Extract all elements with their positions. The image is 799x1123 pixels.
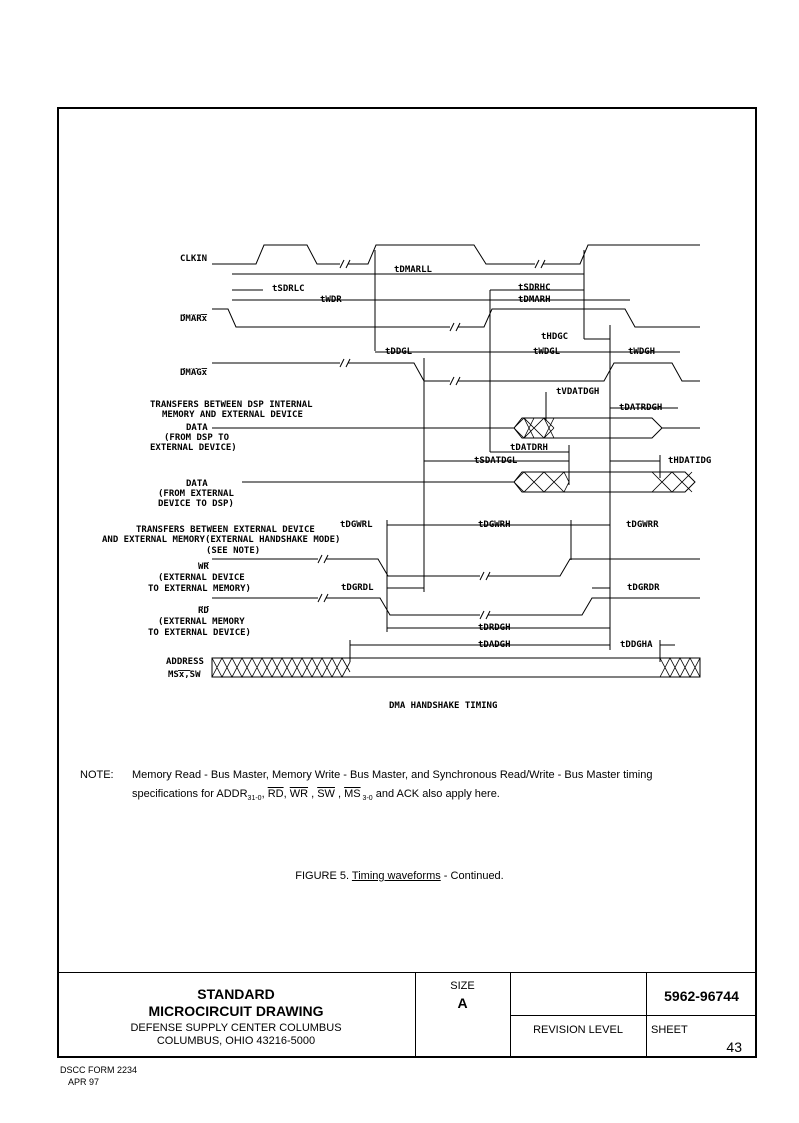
section2-line1: TRANSFERS BETWEEN EXTERNAL DEVICE [136,525,315,535]
data2-line3: DEVICE TO DSP) [158,499,234,509]
t-dgwrh: tDGWRH [478,520,511,530]
section1-line1: TRANSFERS BETWEEN DSP INTERNAL [150,400,313,410]
t-datdrh: tDATDRH [510,443,548,453]
t-sdrhc: tSDRHC [518,283,551,293]
ms-sw-label: MSx,SW [168,670,201,680]
note-label: NOTE: [80,769,114,781]
dmag-label: DMAGx [180,368,208,378]
note-addr-subscript: 31-0 [247,795,262,803]
diagram-title: DMA HANDSHAKE TIMING [389,701,497,711]
data1-line3: EXTERNAL DEVICE) [150,443,237,453]
note-line1: Memory Read - Bus Master, Memory Write -… [132,769,653,781]
t-dgwrr: tDGWRR [626,520,659,530]
size-value: A [457,995,468,1011]
title-block: STANDARD MICROCIRCUIT DRAWING DEFENSE SU… [57,972,757,1058]
t-wdr: tWDR [320,295,342,305]
data1-line2: (FROM DSP TO [164,433,230,443]
crosshatch [211,417,701,678]
note-ms-subscript: 3-0 [360,795,373,803]
t-wdgh: tWDGH [628,347,655,357]
section2-line2: AND EXTERNAL MEMORY(EXTERNAL HANDSHAKE M… [102,535,340,545]
data2-line2: (FROM EXTERNAL [158,489,234,499]
sheet-number: 43 [726,1039,742,1055]
wr-label: WR [198,562,209,572]
timing-labels: tDMARLL tSDRLC tWDR tSDRHC tDMARH tHDGC … [272,265,711,650]
address-bus [211,657,701,678]
rd-label: RD [198,606,209,616]
t-hdatidg: tHDATIDG [668,456,711,466]
clkin-waveform [212,244,340,265]
section2-line3: (SEE NOTE) [206,546,260,556]
t-drdgh: tDRDGH [478,623,511,633]
note-ms: MS [344,788,361,800]
dmar-waveform [212,308,450,328]
t-vdatdgh: tVDATDGH [556,387,599,397]
note-rd: RD [267,788,284,800]
dma-handshake-timing-diagram: CLKIN DMARx DMAGx TRANSFERS BETWEEN DSP … [102,244,711,711]
note-line2-prefix: specifications for ADDR [132,788,248,800]
note-wr: WR [289,788,309,800]
drawing-number: 5962-96744 [664,988,739,1004]
t-datrdgh: tDATRDGH [619,403,662,413]
note-line2-suffix: and ACK also apply here. [372,788,500,800]
t-dadgh: tDADGH [478,640,511,650]
drawing-title: MICROCIRCUIT DRAWING [148,1003,324,1019]
form-number: DSCC FORM 2234 [60,1065,138,1075]
caption-prefix: FIGURE 5. [295,870,352,882]
note-block: NOTE: Memory Read - Bus Master, Memory W… [80,766,740,802]
form-date: APR 97 [68,1077,100,1087]
data2-label: DATA [186,479,208,489]
t-ddgha: tDDGHA [620,640,653,650]
form-footer: DSCC FORM 2234 APR 97 [60,1064,137,1088]
t-sdatdgl: tSDATDGL [474,456,518,466]
t-dgrdl: tDGRDL [341,583,374,593]
t-sdrlc: tSDRLC [272,284,305,294]
dmar-label: DMARx [180,314,208,324]
data2-valid-window [513,471,696,493]
t-dmarh: tDMARH [518,295,551,305]
data1-label: DATA [186,423,208,433]
address-label: ADDRESS [166,657,204,667]
data1-valid-window [513,417,663,439]
t-dgwrl: tDGWRL [340,520,373,530]
t-wdgl: tWDGL [533,347,561,357]
rd-line2: (EXTERNAL MEMORY [158,617,245,627]
note-line2: specifications for ADDR31-0, RD, WR , SW… [132,788,500,803]
caption-suffix: - Continued. [440,870,504,882]
rd-line3: TO EXTERNAL DEVICE) [148,628,251,638]
t-dgrdr: tDGRDR [627,583,660,593]
revision-label: REVISION LEVEL [533,1024,623,1036]
wr-line3: TO EXTERNAL MEMORY) [148,584,251,594]
agency-address: COLUMBUS, OHIO 43216-5000 [156,1035,316,1047]
note-sw: SW [317,788,335,800]
standard-title: STANDARD [197,986,275,1002]
wr-line2: (EXTERNAL DEVICE [158,573,245,583]
t-hdgc: tHDGC [541,332,568,342]
agency-name: DEFENSE SUPPLY CENTER COLUMBUS [130,1022,342,1034]
section1-line2: MEMORY AND EXTERNAL DEVICE [162,410,303,420]
t-ddgl: tDDGL [385,347,413,357]
caption-link: Timing waveforms [351,870,441,882]
size-label: SIZE [450,980,475,992]
figure-caption: FIGURE 5. Timing waveforms - Continued. [0,870,799,882]
page-border [57,107,757,1058]
sheet-label: SHEET [651,1024,688,1036]
t-dmarll: tDMARLL [394,265,433,275]
clkin-label: CLKIN [180,254,207,264]
